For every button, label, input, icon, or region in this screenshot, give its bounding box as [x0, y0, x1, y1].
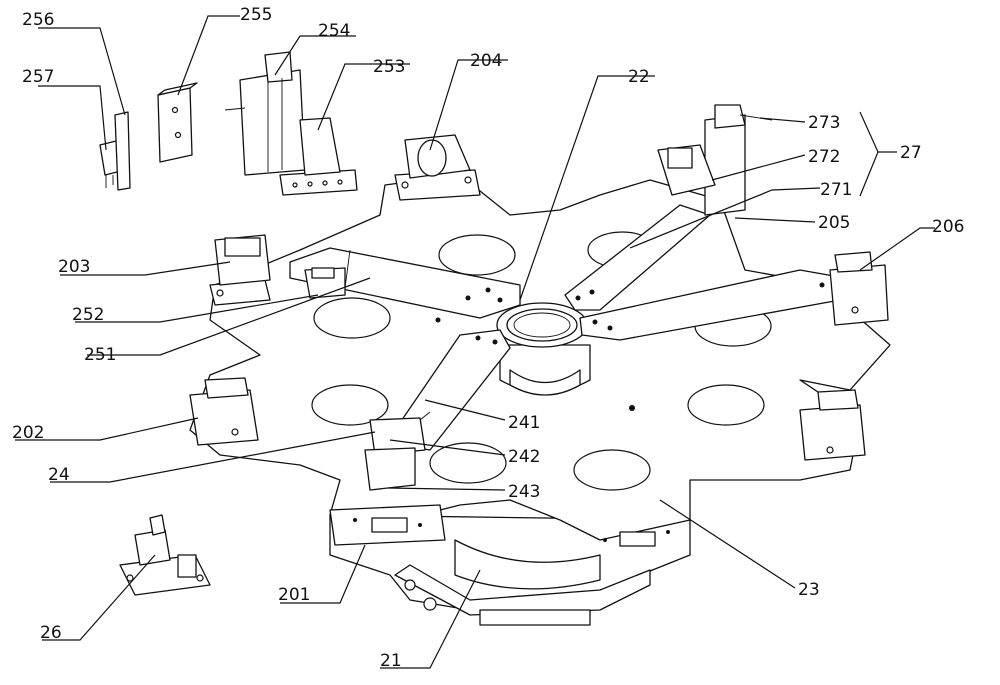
label-255: 255: [240, 5, 272, 25]
fixture-203: [209, 234, 271, 306]
label-241: 241: [508, 413, 540, 433]
label-201: 201: [278, 585, 310, 605]
part-254: [224, 51, 306, 176]
part-256: [114, 111, 131, 191]
arm-upper-right: [564, 204, 711, 311]
label-204: 204: [470, 51, 502, 71]
label-23: 23: [798, 580, 820, 600]
leader-lines: [15, 15, 935, 669]
label-271: 271: [820, 180, 852, 200]
label-203: 203: [58, 257, 90, 277]
gripper-252: [304, 267, 346, 299]
gripper-24: [364, 411, 431, 491]
part-255: [157, 82, 198, 163]
part-26: [119, 514, 211, 596]
gripper-27: [657, 144, 716, 196]
label-252: 252: [72, 305, 104, 325]
label-24: 24: [48, 465, 70, 485]
fixture-201: [329, 504, 446, 546]
label-206: 206: [932, 217, 964, 237]
label-272: 272: [808, 147, 840, 167]
label-22: 22: [628, 67, 650, 87]
label-257: 257: [22, 67, 54, 87]
central-hub: [496, 302, 591, 396]
fixture-lower-right-plate: [603, 530, 670, 547]
rotary-base: [394, 539, 651, 626]
label-27: 27: [900, 143, 922, 163]
label-253: 253: [373, 57, 405, 77]
label-21: 21: [380, 651, 402, 671]
label-26: 26: [40, 623, 62, 643]
fixture-right-lower: [799, 389, 866, 461]
reference-labels: 256 255 254 257 253 204 22 273 272 27 27…: [12, 5, 964, 671]
label-251: 251: [84, 345, 116, 365]
label-205: 205: [818, 213, 850, 233]
label-254: 254: [318, 21, 350, 41]
label-256: 256: [22, 10, 54, 30]
label-242: 242: [508, 447, 540, 467]
fixture-202: [189, 377, 259, 446]
part-253: [279, 117, 358, 196]
label-243: 243: [508, 482, 540, 502]
arm-upper-left: [289, 247, 521, 319]
label-202: 202: [12, 423, 44, 443]
fixture-205: [704, 104, 773, 216]
fixture-206: [829, 251, 889, 326]
label-273: 273: [808, 113, 840, 133]
fixture-204: [394, 134, 481, 201]
